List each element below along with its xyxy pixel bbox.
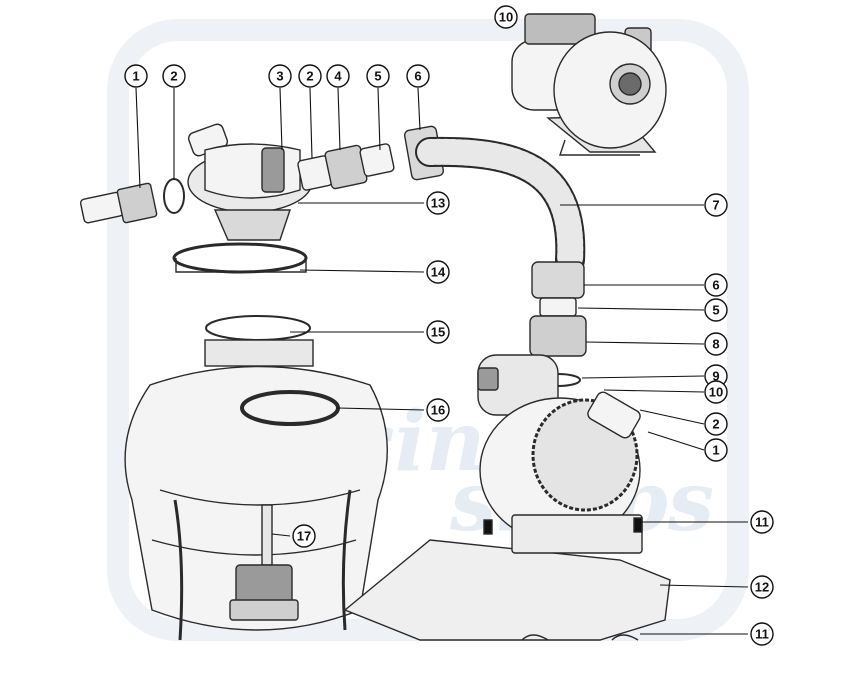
callout-label: 10 xyxy=(709,385,723,400)
callout-c1-right: 1 xyxy=(704,438,728,462)
callout-ring xyxy=(426,191,450,215)
callout-c5-right: 5 xyxy=(704,298,728,322)
callout-c1-left: 1 xyxy=(124,64,148,88)
callout-label: 6 xyxy=(712,278,719,293)
pump-top-illustration xyxy=(511,13,667,156)
callout-ring xyxy=(298,64,322,88)
callout-ring xyxy=(704,193,728,217)
corrugated-hose-illustration xyxy=(415,136,586,275)
callout-label: 10 xyxy=(499,10,513,25)
callout-c16: 16 xyxy=(426,398,450,422)
callout-label: 2 xyxy=(712,417,719,432)
callout-c2-right: 2 xyxy=(704,412,728,436)
callout-label: 7 xyxy=(712,198,719,213)
callout-c10-right: 10 xyxy=(704,380,728,404)
filter-tank-illustration xyxy=(124,315,389,641)
callout-label: 14 xyxy=(431,265,446,280)
callout-c6-top: 6 xyxy=(406,64,430,88)
callout-c13: 13 xyxy=(426,191,450,215)
callout-ring xyxy=(704,298,728,322)
callout-label: 2 xyxy=(170,69,177,84)
callout-ring xyxy=(750,510,774,534)
callout-c11-mid: 11 xyxy=(750,510,774,534)
callout-c12: 12 xyxy=(750,575,774,599)
callout-ring xyxy=(704,438,728,462)
callout-ring xyxy=(704,380,728,404)
callout-c5-top: 5 xyxy=(366,64,390,88)
callout-ring xyxy=(494,5,518,29)
callout-ring xyxy=(704,332,728,356)
callout-ring xyxy=(704,412,728,436)
callout-label: 6 xyxy=(414,69,421,84)
callout-label: 4 xyxy=(334,69,342,84)
callout-ring xyxy=(406,64,430,88)
multiport-valve-illustration xyxy=(79,123,445,274)
callout-label: 12 xyxy=(755,580,769,595)
callout-c2-top: 2 xyxy=(298,64,322,88)
callout-c14: 14 xyxy=(426,260,450,284)
callout-ring xyxy=(366,64,390,88)
callout-c8: 8 xyxy=(704,332,728,356)
callout-label: 11 xyxy=(755,627,769,642)
callout-label: 5 xyxy=(712,303,719,318)
callout-ring xyxy=(750,622,774,646)
callout-label: 11 xyxy=(755,515,769,530)
callout-label: 1 xyxy=(712,443,719,458)
callout-ring xyxy=(704,273,728,297)
callout-label: 2 xyxy=(306,69,313,84)
callout-c10-top: 10 xyxy=(494,5,518,29)
callout-ring xyxy=(124,64,148,88)
callout-label: 9 xyxy=(712,369,719,384)
callout-label: 5 xyxy=(374,69,381,84)
pump-bottom-illustration xyxy=(343,354,671,641)
callout-c3: 3 xyxy=(268,64,292,88)
leader-lines xyxy=(135,87,749,635)
callout-c17: 17 xyxy=(292,524,316,548)
callout-label: 17 xyxy=(297,529,311,544)
callout-c11-bottom: 11 xyxy=(750,622,774,646)
callout-ring xyxy=(162,64,186,88)
callout-label: 13 xyxy=(431,196,445,211)
callout-c4: 4 xyxy=(326,64,350,88)
callout-label: 15 xyxy=(431,325,445,340)
callout-c7: 7 xyxy=(704,193,728,217)
callout-ring xyxy=(326,64,350,88)
callout-ring xyxy=(426,320,450,344)
union-fittings-illustration xyxy=(529,261,587,387)
callout-c2-left: 2 xyxy=(162,64,186,88)
callout-label: 16 xyxy=(431,403,445,418)
callout-ring xyxy=(292,524,316,548)
callout-ring xyxy=(750,575,774,599)
callout-c6-right: 6 xyxy=(704,273,728,297)
callout-ring xyxy=(426,398,450,422)
callout-label: 1 xyxy=(132,69,139,84)
callout-label: 8 xyxy=(712,337,719,352)
callout-ring xyxy=(426,260,450,284)
callout-ring xyxy=(268,64,292,88)
callout-c15: 15 xyxy=(426,320,450,344)
callout-label: 3 xyxy=(276,69,283,84)
